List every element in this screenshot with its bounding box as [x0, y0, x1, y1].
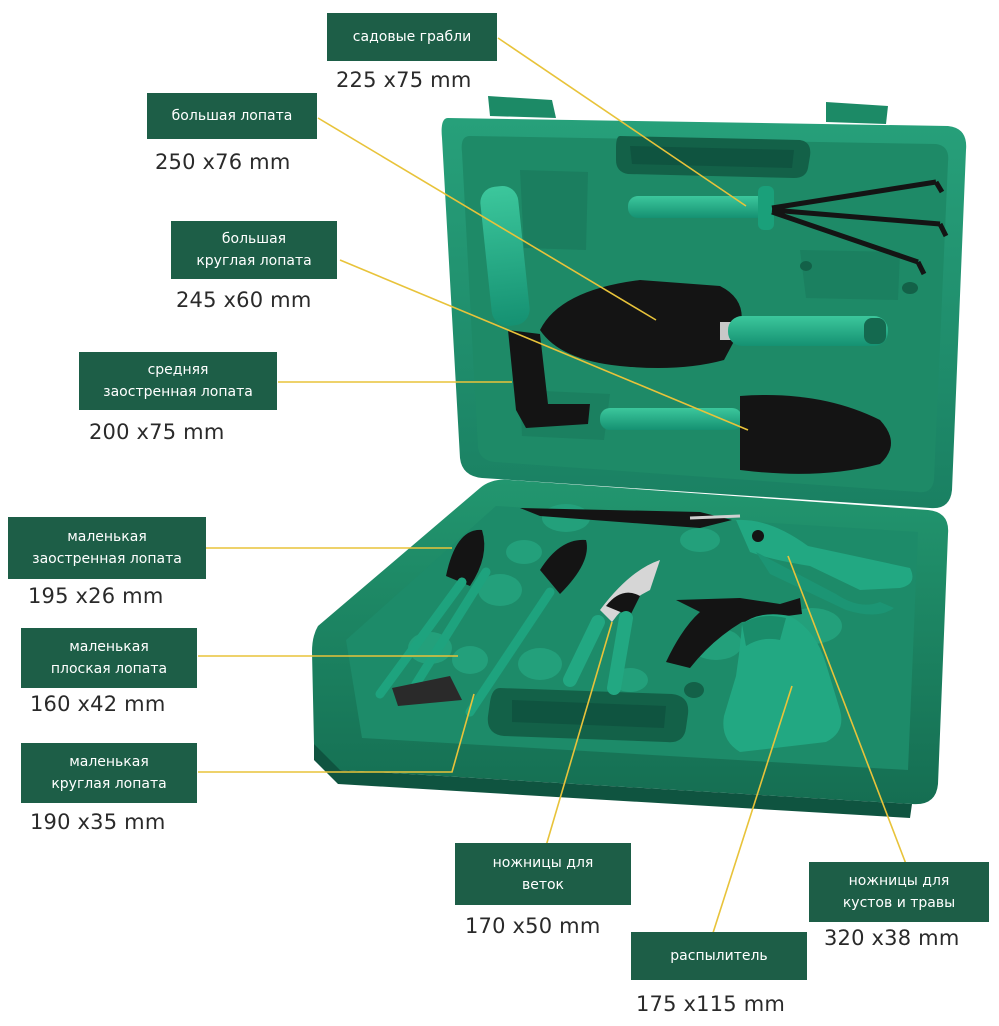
hedge-shears-icon	[520, 508, 913, 615]
small-round-shovel-icon	[465, 539, 587, 717]
size-hedge-shears: 320 x38 mm	[824, 926, 960, 950]
leader-line-rake	[497, 37, 747, 207]
leader-line-small-round-shovel	[198, 693, 475, 773]
label-medium-pointed-shovel: средняя заостренная лопата	[79, 352, 277, 410]
leader-line-hedge-shears	[787, 555, 907, 865]
size-sprayer: 175 x115 mm	[636, 992, 786, 1016]
leader-line-big-shovel	[317, 117, 657, 321]
label-large-round-shovel: большая круглая лопата	[171, 221, 337, 279]
garden-rake-icon	[628, 179, 949, 276]
small-pointed-shovel-icon	[375, 529, 485, 699]
leader-line-sprayer	[711, 685, 793, 937]
size-branch-shears: 170 x50 mm	[465, 914, 601, 938]
small-flat-shovel-icon	[392, 567, 491, 706]
large-shovel-icon	[540, 280, 888, 368]
size-small-flat-shovel: 160 x42 mm	[30, 692, 166, 716]
size-garden-rake: 225 x75 mm	[336, 68, 472, 92]
size-small-pointed-shovel: 195 x26 mm	[28, 584, 164, 608]
spray-nozzle-icon	[666, 598, 842, 752]
size-medium-pointed-shovel: 200 x75 mm	[89, 420, 225, 444]
medium-pointed-shovel-icon	[480, 185, 590, 428]
size-large-shovel: 250 x76 mm	[155, 150, 291, 174]
leader-line-big-round-shovel	[339, 259, 749, 431]
label-branch-shears: ножницы для веток	[455, 843, 631, 905]
case-base	[312, 479, 949, 818]
label-sprayer: распылитель	[631, 932, 807, 980]
label-small-pointed-shovel: маленькая заостренная лопата	[8, 517, 206, 579]
label-garden-rake: садовые грабли	[327, 13, 497, 61]
leader-lines	[198, 37, 907, 937]
label-small-flat-shovel: маленькая плоская лопата	[21, 628, 197, 688]
label-small-round-shovel: маленькая круглая лопата	[21, 743, 197, 803]
label-hedge-shears: ножницы для кустов и травы	[809, 862, 989, 922]
leader-line-branch-shears	[545, 621, 613, 847]
label-large-shovel: большая лопата	[147, 93, 317, 139]
size-large-round-shovel: 245 x60 mm	[176, 288, 312, 312]
branch-shears-icon	[563, 560, 660, 695]
size-small-round-shovel: 190 x35 mm	[30, 810, 166, 834]
